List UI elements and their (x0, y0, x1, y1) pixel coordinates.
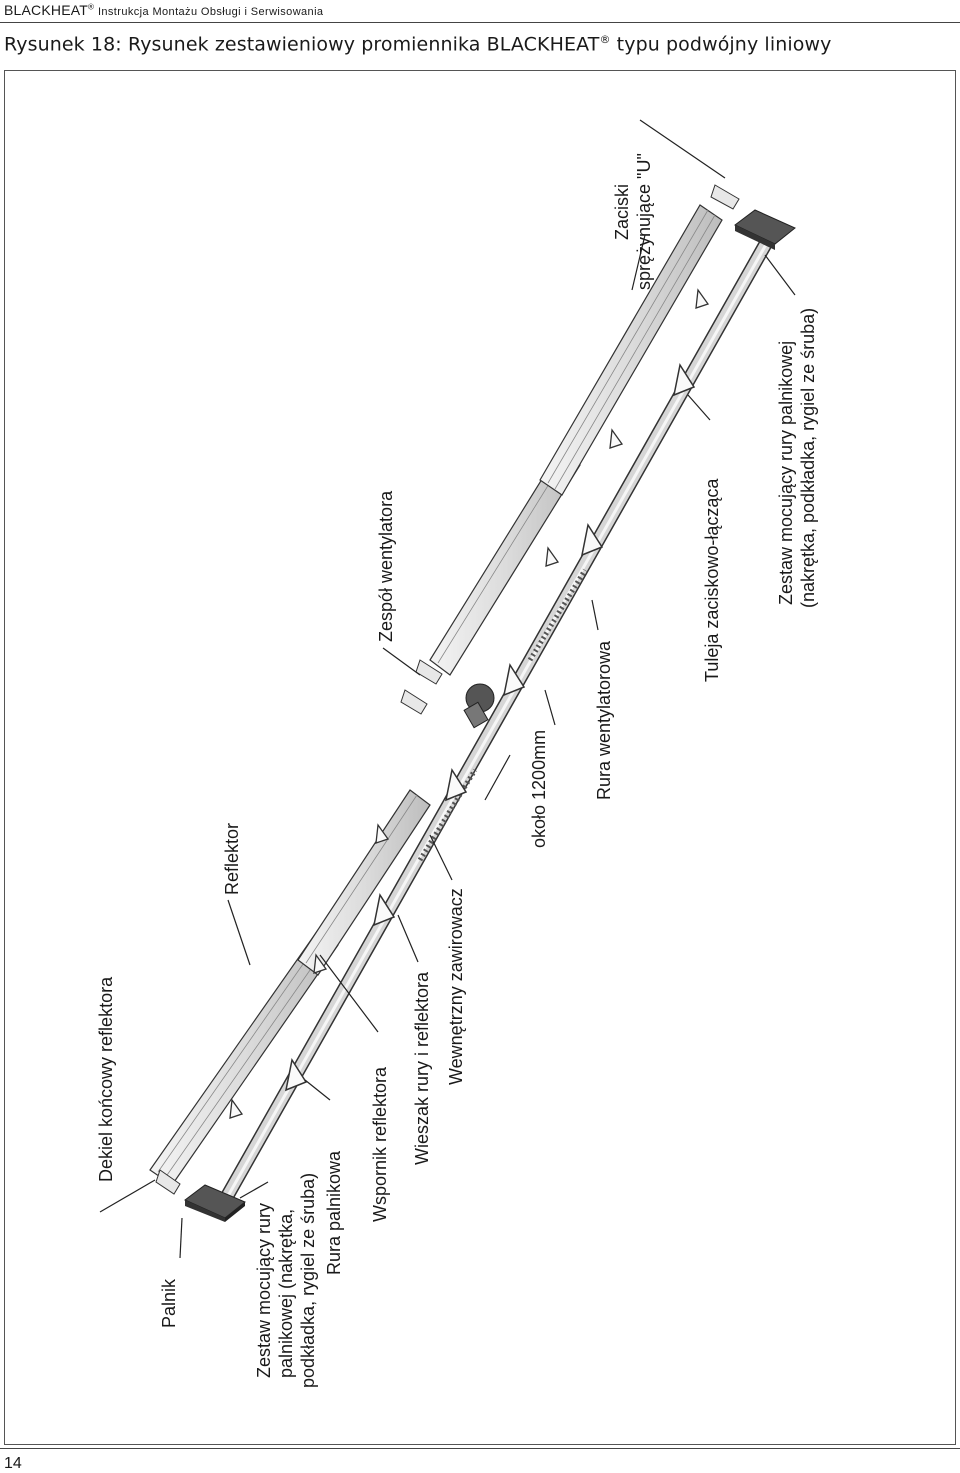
leader-line (687, 394, 711, 421)
label-rura-palnikowa: Rura palnikowa (324, 1150, 344, 1275)
figure-title-reg: ® (599, 33, 611, 46)
reflector-segment (297, 789, 431, 976)
figure-title-suffix: typu podwójny liniowy (610, 33, 832, 56)
leader-line (544, 689, 556, 726)
label-zestaw-right-1: Zestaw mocujący rury palnikowej (776, 341, 796, 605)
end-cap-left (155, 1169, 181, 1195)
label-zestaw-right-2: (nakrętka, podkładka, rygiel ze śruba) (798, 308, 818, 608)
burner-box-right (734, 209, 796, 250)
leader-line (239, 1181, 269, 1199)
label-tuleja: Tuleja zaciskowo-łącząca (702, 478, 722, 682)
figure-title: Rysunek 18: Rysunek zestawieniowy promie… (4, 33, 831, 55)
leader-line (319, 954, 379, 1033)
leader-line (382, 647, 421, 676)
burner-tube (218, 238, 772, 1207)
label-palnik: Palnik (159, 1278, 179, 1328)
label-okolo: około 1200mm (529, 730, 549, 848)
end-cap-right (710, 184, 740, 210)
label-wspornik: Wspornik reflektora (370, 1066, 390, 1222)
leader-line (631, 234, 646, 291)
leader-line (227, 899, 251, 966)
reflector-segment (539, 204, 723, 496)
label-zaciski-2: sprężynujące "U" (634, 153, 654, 290)
leader-line (639, 119, 726, 179)
label-zestaw-left-1: Zestaw mocujący rury (254, 1203, 274, 1378)
figure-frame (4, 70, 956, 1445)
label-wewnetrzny: Wewnętrzny zawirowacz (446, 888, 466, 1085)
leader-line (764, 254, 796, 296)
leader-line (179, 1217, 183, 1259)
page-number: 14 (4, 1455, 22, 1472)
label-zestaw-left-2: palnikowej (nakrętka, (276, 1209, 296, 1378)
page-header: BLACKHEAT® Instrukcja Montażu Obsługi i … (4, 2, 323, 18)
leader-line (397, 914, 419, 963)
reflector-bracket (229, 288, 710, 1119)
label-zespol: Zespół wentylatora (376, 490, 396, 642)
brand-name: BLACKHEAT (4, 2, 89, 18)
end-cap-mid (400, 689, 428, 715)
footer-divider (0, 1448, 960, 1449)
label-wieszak: Wieszak rury i reflektora (412, 971, 432, 1165)
label-rura-wentylatorowa: Rura wentylatorowa (594, 640, 614, 800)
end-cap-mid (415, 659, 443, 685)
tube-hanger (284, 363, 696, 1092)
burner-box (184, 1184, 246, 1222)
leader-line (304, 1079, 331, 1101)
label-reflektor: Reflektor (222, 823, 242, 895)
leader-line (99, 1179, 156, 1213)
fan-unit (463, 683, 495, 729)
label-dekiel: Dekiel końcowy reflektora (96, 976, 116, 1182)
label-zestaw-left-3: podkładka, rygiel ze śruba) (298, 1173, 318, 1388)
leader-line (484, 754, 511, 801)
figure-title-prefix: Rysunek 18: Rysunek zestawieniowy promie… (4, 33, 600, 56)
registered-mark: ® (88, 2, 95, 12)
label-zaciski-1: Zaciski (612, 184, 632, 240)
leader-line (591, 599, 599, 631)
manual-title: Instrukcja Montażu Obsługi i Serwisowani… (97, 6, 324, 18)
header-divider (0, 22, 960, 23)
leader-line (429, 834, 453, 881)
